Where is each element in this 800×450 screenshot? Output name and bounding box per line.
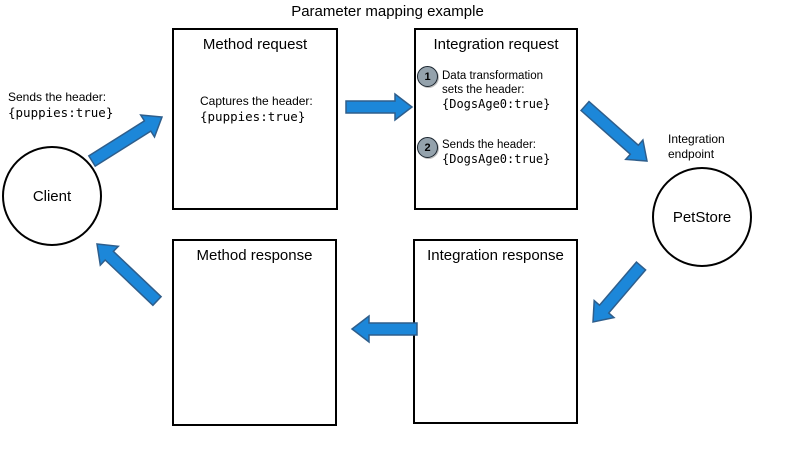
method-request-box: Method request Captures the header: {pup… [172, 28, 338, 210]
integration-response-box: Integration response [413, 239, 578, 424]
integration-response-title: Integration response [427, 247, 564, 264]
step-2-badge: 2 [417, 137, 438, 158]
client-note-code: {puppies:true} [8, 105, 114, 120]
method-response-title: Method response [196, 247, 313, 264]
client-note-text: Sends the header: [8, 90, 107, 104]
step-2-code: {DogsAge0:true} [442, 152, 551, 166]
client-request-note: Sends the header: {puppies:true} [8, 90, 113, 121]
step-2-text: Sends the header: {DogsAge0:true} [442, 138, 572, 167]
petstore-node: PetStore [652, 167, 752, 267]
step-1-code: {DogsAge0:true} [442, 97, 551, 111]
diagram-title: Parameter mapping example [291, 3, 484, 20]
arrow-endpoint-to-integration-response [592, 261, 647, 323]
step-1-line-1: Data transformation [442, 70, 543, 82]
step-1-line-2: sets the header: [442, 84, 525, 96]
client-node: Client [2, 146, 102, 246]
method-request-body-code: {puppies:true} [200, 109, 306, 124]
arrow-integration-request-to-endpoint [579, 100, 648, 162]
integration-request-title: Integration request [433, 36, 559, 53]
arrow-method-request-to-integration-request [345, 92, 414, 122]
method-response-box: Method response [172, 239, 337, 426]
method-request-body-text: Captures the header: [200, 94, 313, 108]
integration-endpoint-note: Integration endpoint [668, 132, 725, 162]
arrow-method-response-to-client [96, 243, 163, 307]
arrow-integration-response-to-method-response [350, 314, 418, 344]
endpoint-note-line-1: Integration [668, 132, 725, 146]
step-2-line-1: Sends the header: [442, 139, 536, 151]
method-request-title: Method request [202, 36, 308, 53]
arrow-client-to-method-request [87, 114, 164, 168]
integration-request-box: Integration request 1 Data transformatio… [414, 28, 578, 210]
endpoint-note-line-2: endpoint [668, 147, 715, 161]
petstore-label: PetStore [672, 208, 732, 226]
method-request-body: Captures the header: {puppies:true} [200, 94, 313, 125]
step-1-text: Data transformation sets the header: {Do… [442, 69, 572, 112]
step-1-badge: 1 [417, 66, 438, 87]
client-label: Client [32, 187, 72, 205]
